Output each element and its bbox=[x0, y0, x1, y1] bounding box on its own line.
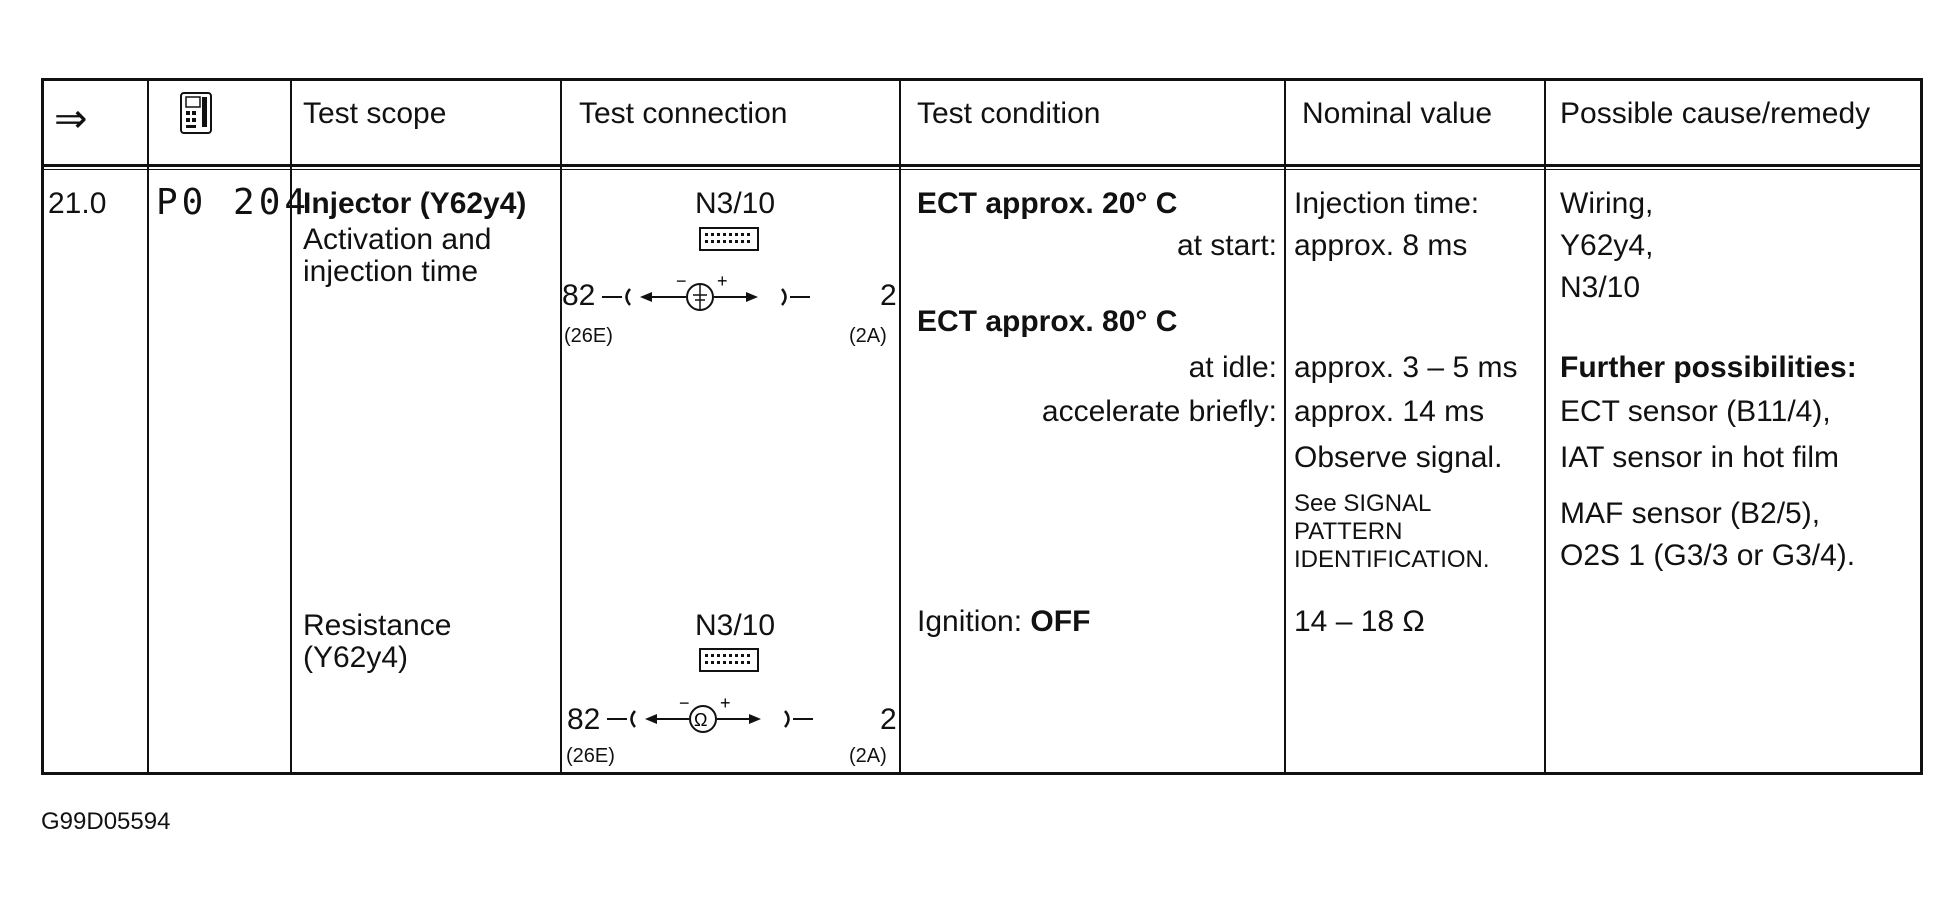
svg-text:Ω: Ω bbox=[694, 710, 707, 730]
pin-right-sub: (2A) bbox=[849, 745, 887, 767]
header-divider-inner bbox=[44, 169, 1920, 170]
svg-text:−: − bbox=[679, 693, 690, 713]
scope-title: Injector (Y62y4) bbox=[303, 187, 527, 220]
module-label: N3/10 bbox=[695, 187, 776, 220]
diagnostic-tester-icon bbox=[178, 91, 214, 143]
pin-right: 2 bbox=[880, 279, 897, 312]
scope-line: injection time bbox=[303, 255, 479, 288]
column-divider bbox=[290, 81, 292, 772]
nominal-see-3: IDENTIFICATION. bbox=[1294, 546, 1490, 573]
nominal-approx-3-5: approx. 3 – 5 ms bbox=[1294, 351, 1518, 384]
header-divider bbox=[44, 164, 1920, 167]
module-label: N3/10 bbox=[695, 609, 776, 642]
condition-ect-20: ECT approx. 20° C bbox=[917, 187, 1178, 220]
dc-voltmeter-icon: − + bbox=[596, 265, 886, 333]
column-divider bbox=[560, 81, 562, 772]
cause-wiring: Wiring, bbox=[1560, 187, 1654, 220]
scope-resistance-sub: (Y62y4) bbox=[303, 641, 409, 674]
condition-ignition: Ignition: OFF bbox=[917, 605, 1090, 639]
header-test-scope: Test scope bbox=[303, 97, 447, 130]
pin-left: 82 bbox=[562, 279, 596, 312]
arrow-header: ⇒ bbox=[54, 97, 88, 141]
column-divider bbox=[1544, 81, 1546, 772]
figure-id: G99D05594 bbox=[41, 808, 171, 835]
nominal-approx-14: approx. 14 ms bbox=[1294, 395, 1485, 428]
condition-ect-80: ECT approx. 80° C bbox=[917, 305, 1178, 338]
column-divider bbox=[147, 81, 149, 772]
ignition-label: Ignition: bbox=[917, 605, 1031, 638]
scope-resistance: Resistance bbox=[303, 609, 452, 642]
nominal-approx-8: approx. 8 ms bbox=[1294, 229, 1468, 262]
nominal-see-2: PATTERN bbox=[1294, 518, 1403, 545]
cause-ect: ECT sensor (B11/4), bbox=[1560, 395, 1831, 428]
condition-at-idle: at idle: bbox=[1188, 351, 1277, 384]
step-number: 21.0 bbox=[48, 187, 107, 220]
pin-right-sub: (2A) bbox=[849, 325, 887, 347]
pin-right: 2 bbox=[880, 703, 897, 736]
svg-text:+: + bbox=[720, 693, 731, 713]
diagnostic-test-table: ⇒ Test scope Test connection Test condit… bbox=[41, 78, 1923, 775]
header-test-condition: Test condition bbox=[917, 97, 1101, 130]
column-divider bbox=[1284, 81, 1286, 772]
nominal-see-1: See SIGNAL bbox=[1294, 490, 1432, 517]
ohmmeter-icon: Ω − + bbox=[601, 687, 891, 755]
pin-left: 82 bbox=[567, 703, 601, 736]
condition-at-start: at start: bbox=[1176, 229, 1277, 262]
nominal-resistance: 14 – 18 Ω bbox=[1294, 605, 1425, 638]
pin-left-sub: (26E) bbox=[566, 745, 615, 767]
ignition-value: OFF bbox=[1030, 605, 1091, 638]
cause-y62y4: Y62y4, bbox=[1560, 229, 1654, 262]
svg-text:+: + bbox=[717, 271, 728, 291]
header-nominal-value: Nominal value bbox=[1302, 97, 1493, 130]
condition-accelerate: accelerate briefly: bbox=[1041, 395, 1277, 428]
cause-maf: MAF sensor (B2/5), bbox=[1560, 497, 1821, 530]
nominal-observe: Observe signal. bbox=[1294, 441, 1503, 474]
cause-o2s: O2S 1 (G3/3 or G3/4). bbox=[1560, 539, 1856, 572]
column-divider bbox=[899, 81, 901, 772]
cause-n310: N3/10 bbox=[1560, 271, 1641, 304]
ecu-connector-icon bbox=[698, 226, 760, 262]
pin-left-sub: (26E) bbox=[564, 325, 613, 347]
dtc-code: P0 204 bbox=[156, 182, 311, 223]
header-test-connection: Test connection bbox=[579, 97, 788, 130]
ecu-connector-icon bbox=[698, 647, 760, 683]
cause-further: Further possibilities: bbox=[1560, 351, 1857, 384]
header-possible-cause: Possible cause/remedy bbox=[1560, 97, 1871, 130]
nominal-injection-time: Injection time: bbox=[1294, 187, 1480, 220]
cause-iat: IAT sensor in hot film bbox=[1560, 441, 1839, 474]
scope-line: Activation and bbox=[303, 223, 492, 256]
svg-text:−: − bbox=[676, 271, 687, 291]
